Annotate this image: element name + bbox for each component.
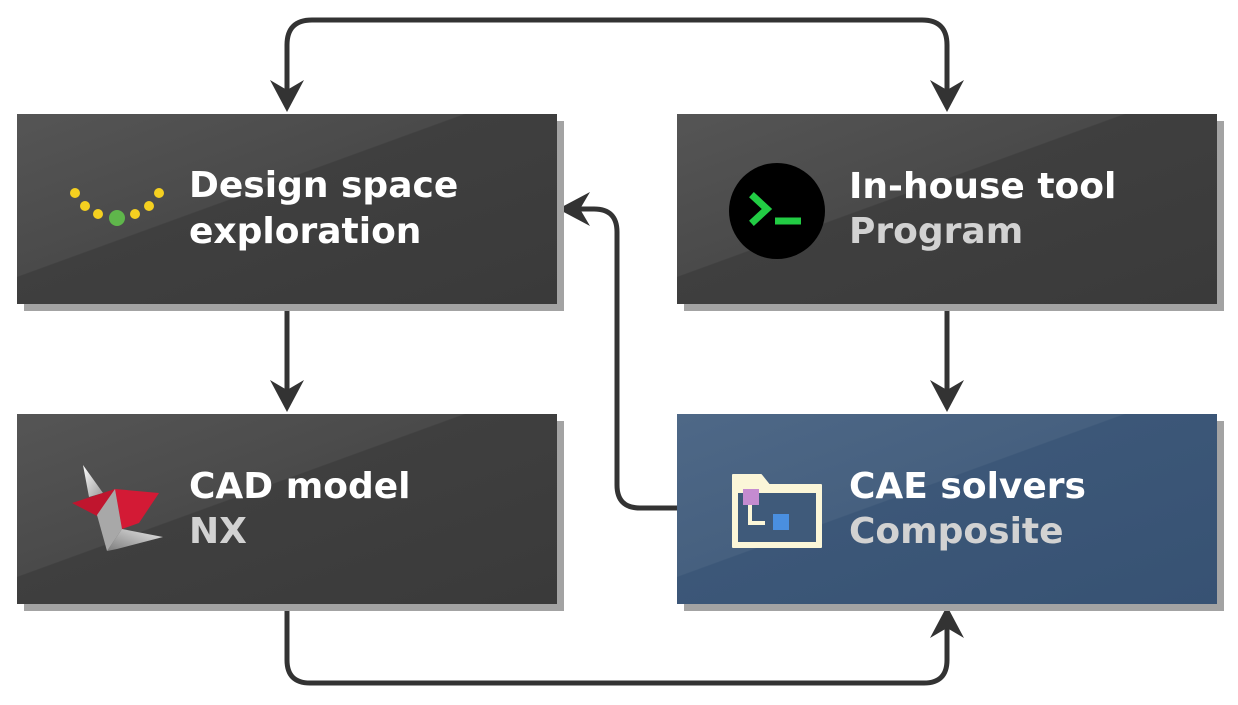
- node-cad-model[interactable]: CAD model NX: [17, 414, 557, 604]
- node-text-block: In-house tool Program: [849, 114, 1209, 304]
- arrowhead-into-cad: [270, 380, 304, 412]
- arrowhead-into-cae-top: [930, 380, 964, 412]
- node-design-space-exploration[interactable]: Design space exploration: [17, 114, 557, 304]
- node-cae-solvers[interactable]: CAE solvers Composite: [677, 414, 1217, 604]
- node-title: CAE solvers: [849, 466, 1086, 507]
- node-title: Design space exploration: [189, 165, 459, 252]
- node-inhouse-tool[interactable]: In-house tool Program: [677, 114, 1217, 304]
- arrowhead-into-design-side: [558, 192, 590, 226]
- connector-cad-to-cae: [284, 605, 950, 686]
- node-title: CAD model: [189, 466, 411, 507]
- node-text-block: Design space exploration: [189, 114, 549, 304]
- dotted-curve-icon: [70, 188, 164, 226]
- node-text-block: CAD model NX: [189, 414, 549, 604]
- composite-folder-icon: [732, 474, 822, 548]
- nx-logo-icon: [72, 465, 163, 551]
- node-text-block: CAE solvers Composite: [849, 414, 1209, 604]
- node-subtitle: Composite: [849, 511, 1064, 552]
- node-title: In-house tool: [849, 166, 1117, 207]
- connector-cae-to-design: [570, 206, 677, 511]
- arrowhead-into-inhouse: [930, 80, 964, 112]
- arrowhead-into-cae-bottom: [930, 606, 964, 638]
- connector-design-to-inhouse: [284, 17, 950, 100]
- arrowhead-into-design: [270, 80, 304, 112]
- node-subtitle: NX: [189, 511, 247, 552]
- node-subtitle: Program: [849, 211, 1024, 252]
- terminal-icon: [729, 163, 825, 259]
